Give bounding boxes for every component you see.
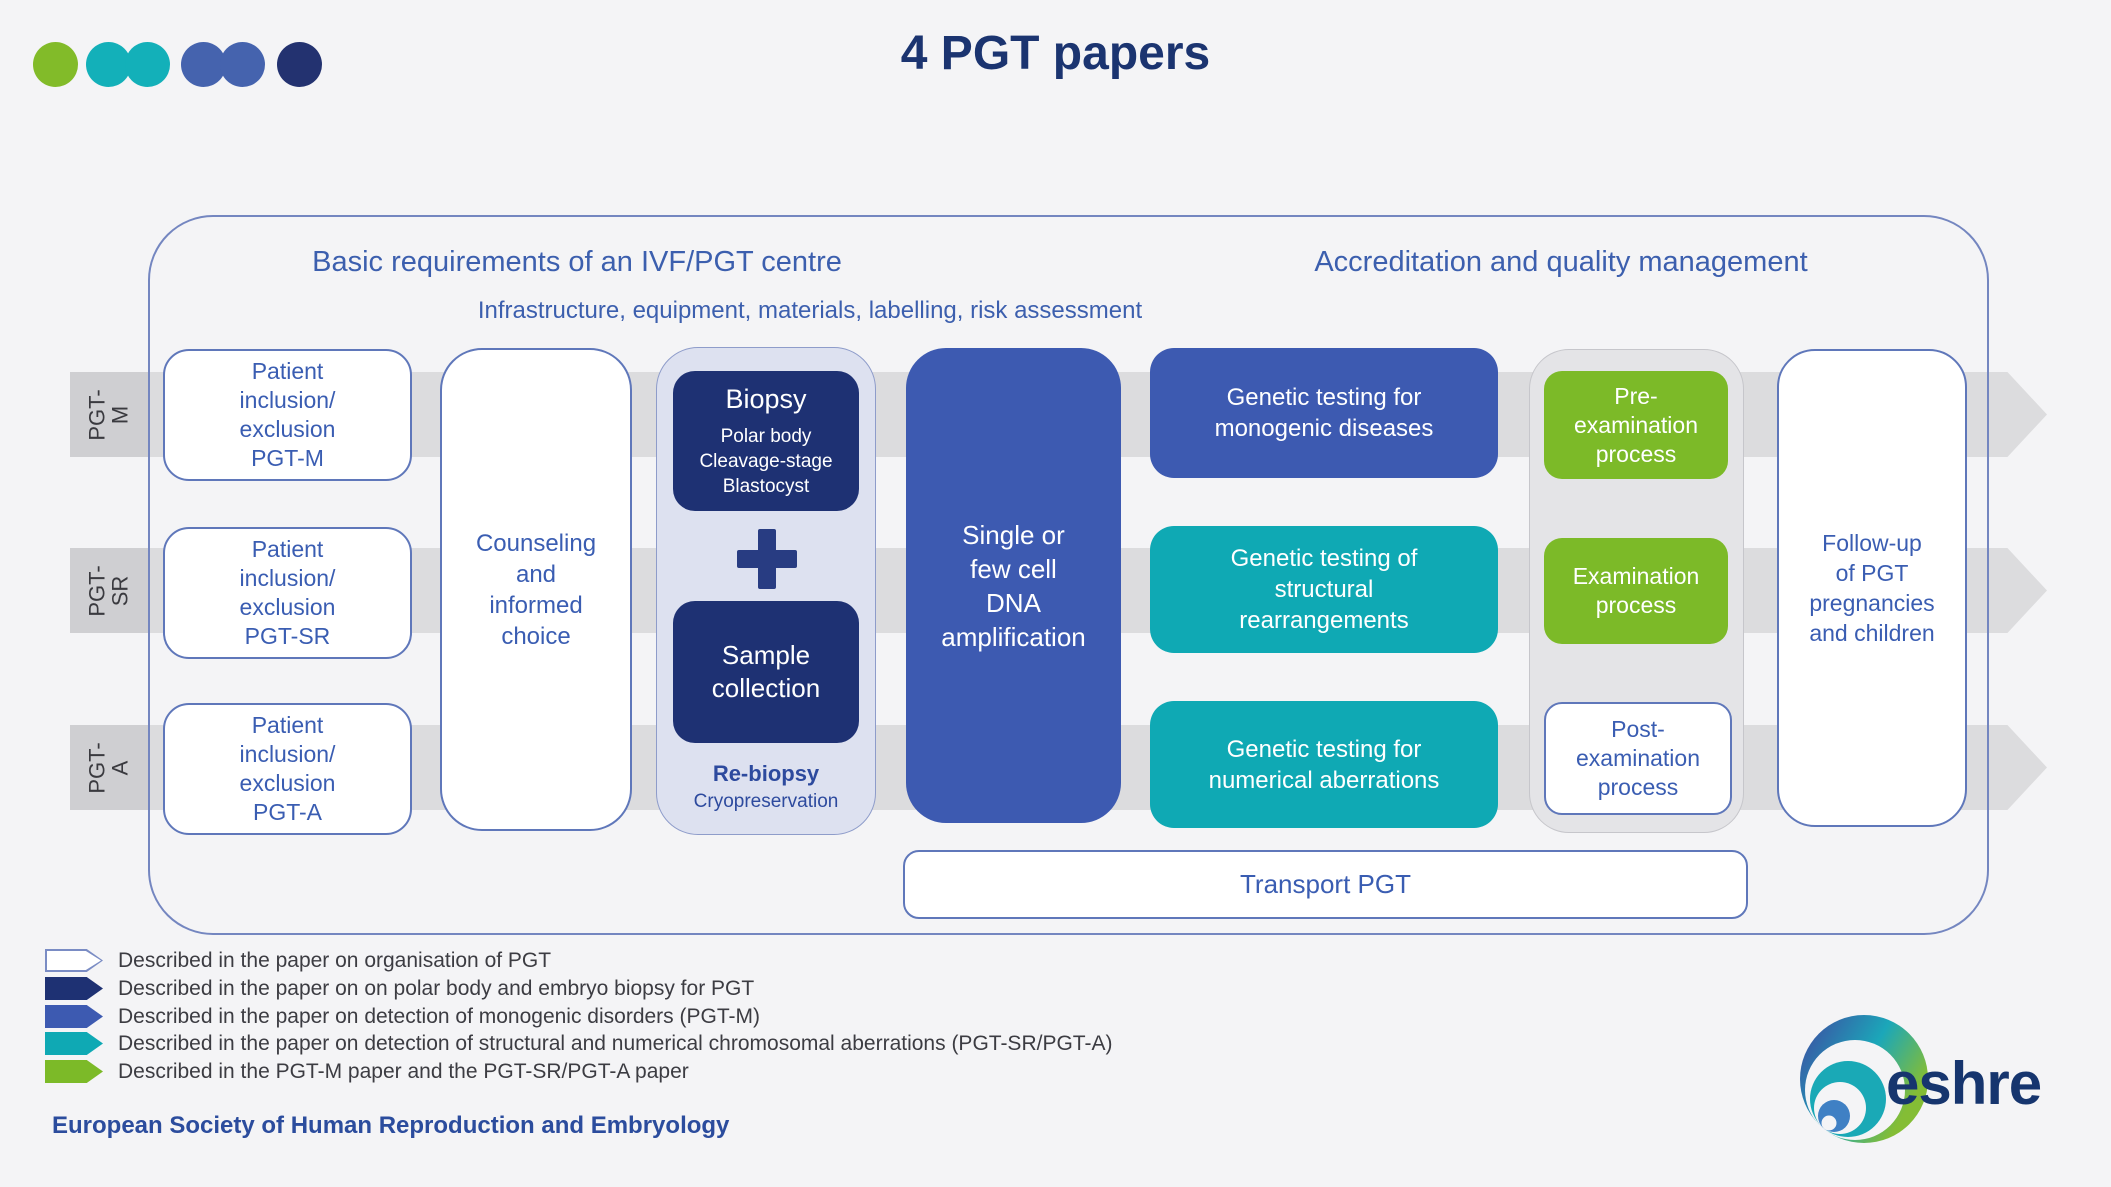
biopsy-box: Biopsy Polar body Cleavage-stage Blastoc… — [673, 371, 859, 511]
genetic-monogenic-box: Genetic testing for monogenic diseases — [1150, 348, 1498, 478]
cryopreservation-label: Cryopreservation — [693, 791, 839, 812]
legend-swatch-organisation — [45, 949, 103, 972]
section-header-accreditation: Accreditation and quality management — [1314, 246, 1808, 278]
deco-dot-teal-icon — [86, 42, 170, 87]
legend-label: Described in the paper on detection of m… — [118, 1005, 760, 1028]
biopsy-panel: Biopsy Polar body Cleavage-stage Blastoc… — [656, 347, 876, 835]
pre-examination-box: Pre- examination process — [1544, 371, 1728, 479]
examination-panel: Pre- examination process Examination pro… — [1529, 349, 1744, 833]
patient-box-pgt-sr: Patient inclusion/ exclusion PGT-SR — [163, 527, 412, 659]
rebiopsy-label: Re-biopsy — [712, 761, 820, 786]
lane-label-text: PGT- — [85, 564, 110, 617]
eshre-logo-mark — [1800, 1015, 1928, 1143]
biopsy-methods: Polar body Cleavage-stage Blastocyst — [699, 425, 833, 497]
counseling-box: Counseling and informed choice — [440, 348, 632, 831]
lane-label-text: A — [108, 760, 133, 775]
lane-label-text: PGT- — [85, 388, 110, 441]
footer-org-text: European Society of Human Reproduction a… — [52, 1112, 730, 1139]
page-title: 4 PGT papers — [900, 27, 1211, 80]
biopsy-title: Biopsy — [725, 383, 807, 414]
lane-label-pgt-a: PGT-A — [70, 725, 148, 810]
legend-label: Described in the paper on on polar body … — [118, 977, 755, 1000]
lane-label-text: M — [108, 405, 133, 424]
section-header-basic-requirements: Basic requirements of an IVF/PGT centre — [312, 246, 842, 278]
legend-label: Described in the paper on organisation o… — [118, 949, 552, 972]
lane-label-text: PGT- — [85, 741, 110, 794]
deco-dot-blue-icon — [181, 42, 265, 87]
followup-box: Follow-up of PGT pregnancies and childre… — [1777, 349, 1967, 827]
legend-label: Described in the PGT-M paper and the PGT… — [118, 1060, 689, 1083]
lane-label-text: SR — [108, 575, 133, 606]
patient-box-pgt-a: Patient inclusion/ exclusion PGT-A — [163, 703, 412, 835]
plus-icon — [737, 529, 797, 589]
legend-swatch-biopsy — [45, 977, 103, 1000]
genetic-structural-box: Genetic testing of structural rearrangem… — [1150, 526, 1498, 653]
post-examination-box: Post- examination process — [1544, 702, 1732, 815]
genetic-numerical-box: Genetic testing for numerical aberration… — [1150, 701, 1498, 828]
section-subtitle-infrastructure: Infrastructure, equipment, materials, la… — [477, 297, 1143, 324]
legend-swatch-structural-numerical — [45, 1032, 103, 1055]
sample-collection-box: Sample collection — [673, 601, 859, 743]
deco-dot-navy-icon — [277, 42, 322, 87]
lane-label-pgt-m: PGT-M — [70, 372, 148, 457]
legend-swatch-both-papers — [45, 1060, 103, 1083]
lane-label-pgt-sr: PGT-SR — [70, 548, 148, 633]
deco-dot-green-icon — [33, 42, 78, 87]
legend-label: Described in the paper on detection of s… — [118, 1032, 1113, 1055]
examination-box: Examination process — [1544, 538, 1728, 644]
amplification-box: Single or few cell DNA amplification — [906, 348, 1121, 823]
eshre-logo-text: eshre — [1886, 1050, 2041, 1117]
legend-swatch-monogenic — [45, 1005, 103, 1028]
patient-box-pgt-m: Patient inclusion/ exclusion PGT-M — [163, 349, 412, 481]
transport-box: Transport PGT — [903, 850, 1748, 919]
eshre-logo: eshre — [1800, 1015, 2042, 1143]
